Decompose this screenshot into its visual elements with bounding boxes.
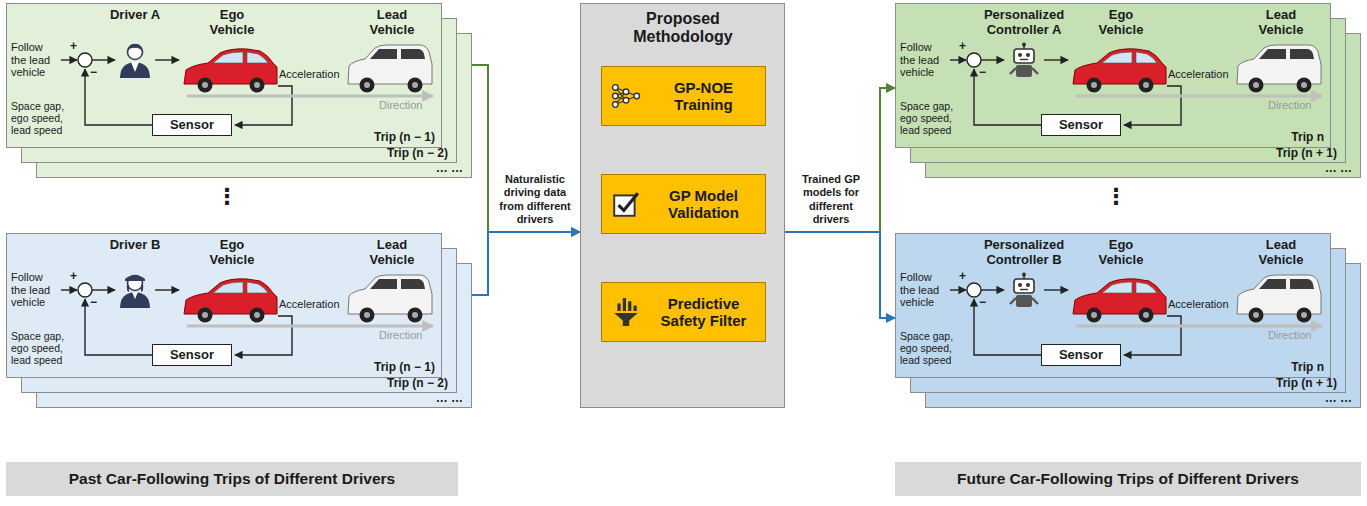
signal-label: Acceleration xyxy=(1168,298,1238,311)
direction-label: Direction xyxy=(379,99,439,112)
ellipsis-mark: ⋮ xyxy=(1105,184,1127,209)
trip-card: Follow the lead vehicle Driver B Ego Vehic… xyxy=(6,233,442,378)
sensor-box: Sensor xyxy=(1041,114,1121,136)
trip-label: Trip (n − 1) xyxy=(303,131,435,145)
trip-label: … … xyxy=(436,392,463,406)
sensor-label: Sensor xyxy=(170,348,214,363)
step-icon xyxy=(614,193,638,216)
direction-label: Direction xyxy=(379,329,439,342)
trip-label: Trip (n + 1) xyxy=(1276,377,1337,391)
junction-sign: + xyxy=(70,270,77,284)
trip-label: … … xyxy=(1325,162,1352,176)
junction-sign: + xyxy=(959,40,966,54)
flow-arrow xyxy=(785,88,895,232)
robot-icon xyxy=(1010,43,1038,78)
control-loop-figure xyxy=(61,275,433,355)
vehicle-label: Lead Vehicle xyxy=(362,238,422,268)
junction-sign: − xyxy=(979,296,986,310)
step-icon xyxy=(613,85,640,108)
direction-label: Direction xyxy=(1268,99,1328,112)
methodology-panel: Proposed MethodologyGP-NOE Training GP Mo… xyxy=(580,3,785,408)
trip-label: Trip n xyxy=(1192,131,1324,145)
step-icon xyxy=(611,297,641,327)
robot-icon xyxy=(1010,273,1038,308)
trip-card: Follow the lead vehicle Driver A Ego Vehic… xyxy=(6,3,442,148)
input-label: Follow the lead vehicle xyxy=(900,41,948,79)
vehicle-label: Ego Vehicle xyxy=(1091,238,1151,268)
vehicle-label: Ego Vehicle xyxy=(202,8,262,38)
vehicle-label: Lead Vehicle xyxy=(1251,8,1311,38)
process-box: GP Model Validation xyxy=(601,174,766,234)
trip-label: Trip (n + 1) xyxy=(1276,147,1337,161)
driver-icon xyxy=(120,275,150,308)
junction-sign: − xyxy=(979,66,986,80)
trip-label: Trip n xyxy=(1192,361,1324,375)
sensor-label: Sensor xyxy=(1059,348,1103,363)
direction-label: Direction xyxy=(1268,329,1328,342)
signal-label: Acceleration xyxy=(1168,68,1238,81)
caption-band: Future Car-Following Trips of Different … xyxy=(895,462,1361,496)
trip-label: Trip (n − 1) xyxy=(303,361,435,375)
step-icon xyxy=(614,298,638,326)
sensor-box: Sensor xyxy=(152,344,232,366)
signal-label: Acceleration xyxy=(279,298,349,311)
sensor-output-label: Space gap, ego speed, lead speed xyxy=(900,330,968,366)
trip-card: Follow the lead vehicle Personalized Cont… xyxy=(895,233,1331,378)
flow-arrow xyxy=(785,232,895,318)
trip-label: Trip (n − 2) xyxy=(387,377,448,391)
vehicle-label: Lead Vehicle xyxy=(1251,238,1311,268)
junction-sign: − xyxy=(90,66,97,80)
vehicle-label: Ego Vehicle xyxy=(1091,8,1151,38)
input-label: Follow the lead vehicle xyxy=(900,271,948,309)
sensor-output-label: Space gap, ego speed, lead speed xyxy=(900,100,968,136)
sensor-box: Sensor xyxy=(152,114,232,136)
step-icon xyxy=(611,189,641,219)
driver-label: Driver A xyxy=(105,8,165,23)
input-label: Follow the lead vehicle xyxy=(11,41,59,79)
driver-label: Personalized Controller A xyxy=(974,8,1074,38)
panel-heading: Proposed Methodology xyxy=(618,10,748,47)
sensor-output-label: Space gap, ego speed, lead speed xyxy=(11,330,79,366)
process-label: GP-NOE Training xyxy=(648,79,759,114)
trip-card: Follow the lead vehicle Personalized Cont… xyxy=(895,3,1331,148)
caption-text: Future Car-Following Trips of Different … xyxy=(957,470,1299,488)
junction-sign: − xyxy=(90,296,97,310)
driver-label: Personalized Controller B xyxy=(974,238,1074,268)
driver-label: Driver B xyxy=(105,238,165,253)
vehicle-label: Lead Vehicle xyxy=(362,8,422,38)
arrow-label: Trained GP models for different drivers xyxy=(790,173,872,226)
caption-text: Past Car-Following Trips of Different Dr… xyxy=(69,470,395,488)
control-loop-figure xyxy=(950,45,1322,125)
vehicle-label: Ego Vehicle xyxy=(202,238,262,268)
caption-band: Past Car-Following Trips of Different Dr… xyxy=(6,462,458,496)
step-icon xyxy=(611,81,641,111)
input-label: Follow the lead vehicle xyxy=(11,271,59,309)
trip-label: … … xyxy=(436,162,463,176)
arrow-label: Naturalistic driving data from different… xyxy=(494,173,576,226)
process-box: GP-NOE Training xyxy=(601,66,766,126)
signal-label: Acceleration xyxy=(279,68,349,81)
junction-sign: + xyxy=(959,270,966,284)
trip-label: Trip (n − 2) xyxy=(387,147,448,161)
process-label: GP Model Validation xyxy=(648,187,759,222)
junction-sign: + xyxy=(70,40,77,54)
sensor-box: Sensor xyxy=(1041,344,1121,366)
control-loop-figure xyxy=(950,275,1322,355)
trip-label: … … xyxy=(1325,392,1352,406)
process-box: Predictive Safety Filter xyxy=(601,282,766,342)
sensor-label: Sensor xyxy=(1059,118,1103,133)
sensor-label: Sensor xyxy=(170,118,214,133)
process-label: Predictive Safety Filter xyxy=(648,295,759,330)
driver-icon xyxy=(120,44,150,78)
sensor-output-label: Space gap, ego speed, lead speed xyxy=(11,100,79,136)
control-loop-figure xyxy=(61,45,433,125)
ellipsis-mark: ⋮ xyxy=(216,184,238,209)
